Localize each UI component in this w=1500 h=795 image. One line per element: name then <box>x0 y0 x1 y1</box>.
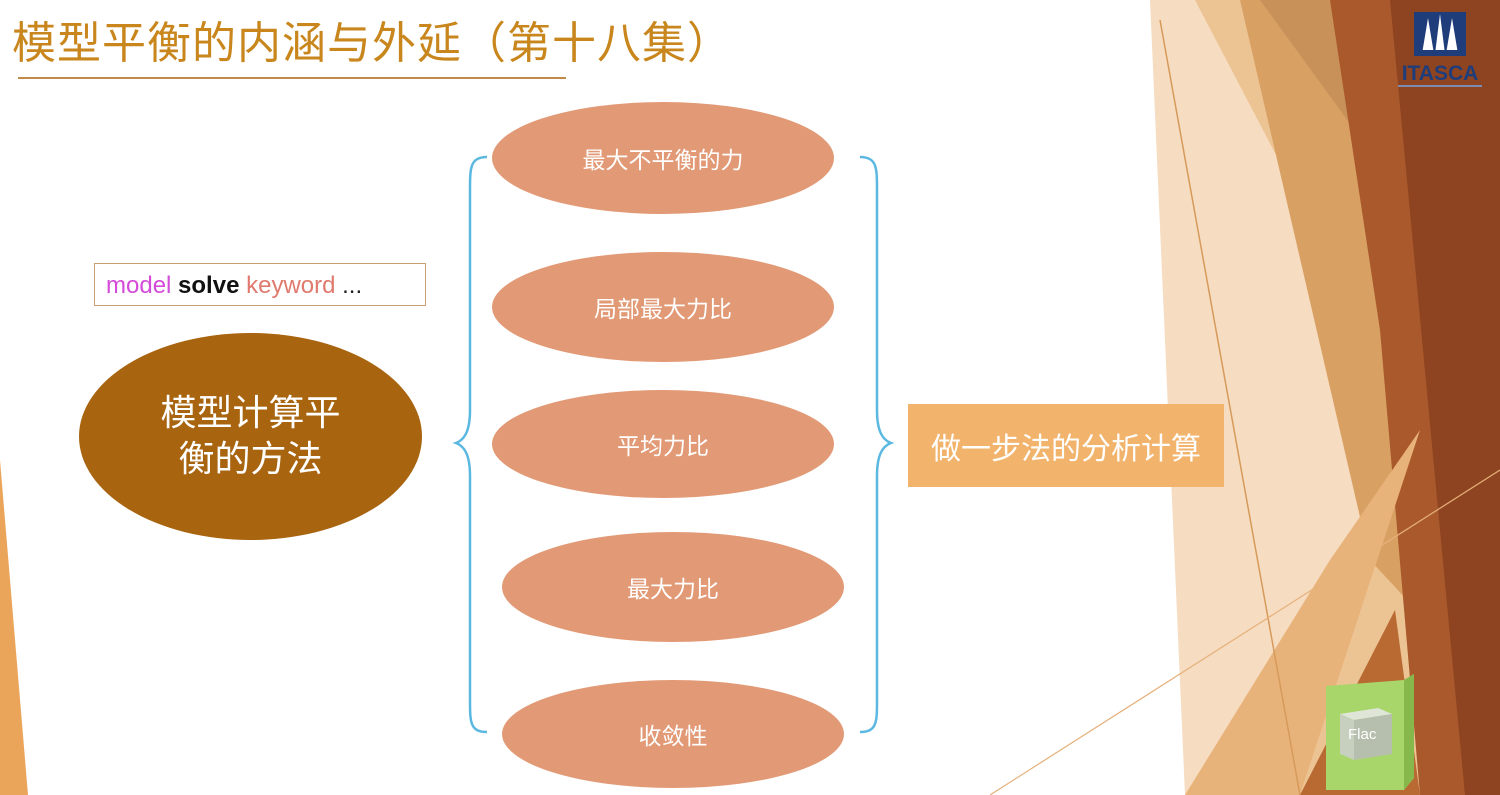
logo-text: ITASCA <box>1401 62 1479 85</box>
flac-cube-icon <box>1326 674 1414 790</box>
title-underline <box>18 77 566 79</box>
method-ellipse-max-force-ratio: 最大力比 <box>502 532 844 642</box>
result-label: 做一步法的分析计算 <box>931 431 1201 467</box>
main-concept-label: 模型计算平衡的方法 <box>160 392 341 480</box>
slide-title: 模型平衡的内涵与外延（第十八集） <box>12 18 732 69</box>
method-ellipse-average-force-ratio: 平均力比 <box>492 390 834 498</box>
method-ellipse-max-unbalanced-force: 最大不平衡的力 <box>492 102 834 214</box>
left-brace <box>452 155 488 734</box>
itasca-logo: ITASCA <box>1392 10 1488 92</box>
method-label: 最大不平衡的力 <box>582 148 744 174</box>
bg-shape-darkest <box>1390 0 1500 795</box>
method-ellipse-convergence: 收敛性 <box>502 680 844 788</box>
result-box: 做一步法的分析计算 <box>908 404 1224 487</box>
command-ellipsis: ... <box>342 272 363 299</box>
itasca-trees-logo-icon <box>1414 12 1466 56</box>
bg-line-1 <box>1159 19 1301 795</box>
main-concept-ellipse: 模型计算平衡的方法 <box>79 333 422 540</box>
method-label: 收敛性 <box>638 724 708 750</box>
method-label: 最大力比 <box>627 577 719 603</box>
command-model: model <box>106 272 172 299</box>
right-brace <box>859 155 895 734</box>
command-keyword: keyword <box>246 272 336 299</box>
method-ellipse-local-max-force-ratio: 局部最大力比 <box>492 252 834 362</box>
method-label: 平均力比 <box>617 434 709 460</box>
command-box: model solve keyword ... <box>94 263 426 306</box>
command-solve: solve <box>178 272 240 299</box>
bg-line-2 <box>989 469 1500 795</box>
flac-badge-label: Flac <box>1348 726 1377 743</box>
bg-shape-lower <box>1185 430 1420 795</box>
method-label: 局部最大力比 <box>594 297 732 323</box>
logo-underline <box>1398 85 1482 87</box>
left-edge-shape <box>0 460 28 795</box>
